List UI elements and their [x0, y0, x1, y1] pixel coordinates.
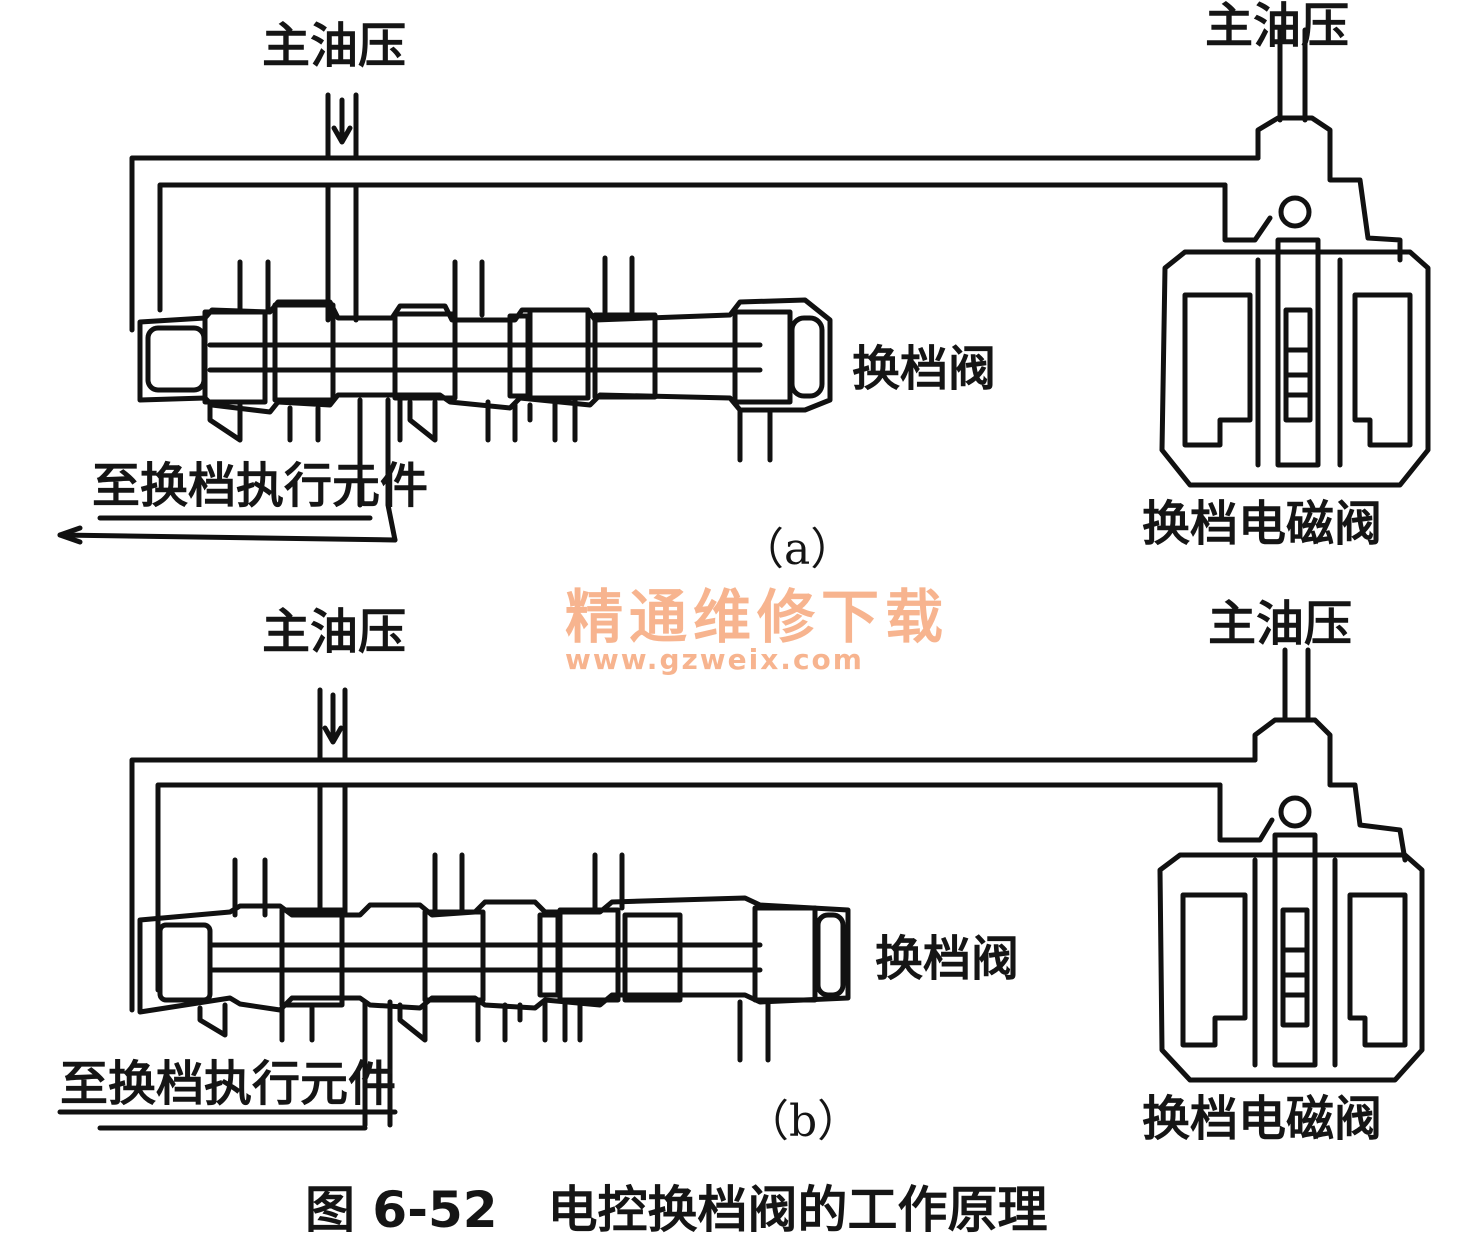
shift-solenoid-b: [1157, 647, 1425, 1083]
shift-solenoid-a: [1159, 27, 1431, 488]
oil-passage-loop-a: [129, 155, 1261, 333]
panel-b: [57, 647, 1425, 1131]
subcaption-a: （a）: [740, 524, 855, 575]
main-pressure-inlet-b: [317, 687, 348, 763]
watermark-url: www.gzweix.com: [565, 643, 864, 676]
watermark-name: 精通维修下载: [565, 583, 950, 651]
figure-caption: 图 6-52 电控换档阀的工作原理: [305, 1181, 1048, 1239]
label-main-pressure-right-b: 主油压: [1208, 596, 1353, 652]
label-solenoid-b: 换档电磁阀: [1142, 1091, 1383, 1147]
label-to-actuator-a: 至换档执行元件: [92, 458, 429, 514]
label-shift-valve-a: 换档阀: [852, 341, 997, 397]
label-shift-valve-b: 换档阀: [875, 931, 1020, 987]
panel-a: [57, 27, 1431, 545]
oil-passage-loop-b: [129, 757, 1258, 1013]
valve-ports-top-a: [237, 255, 635, 318]
label-solenoid-a: 换档电磁阀: [1142, 496, 1383, 552]
valve-ports-bottom-b: [57, 999, 771, 1131]
label-main-pressure-left-a: 主油压: [262, 18, 407, 74]
valve-spool-b: [207, 905, 846, 1008]
label-main-pressure-left-b: 主油压: [262, 604, 407, 660]
shift-valve-body-a: [137, 297, 833, 415]
subcaption-b: （b）: [745, 1096, 862, 1147]
valve-ports-top-b: [232, 852, 625, 918]
valve-spool-a: [202, 302, 825, 405]
valve-ports-bottom-a: [57, 397, 773, 545]
label-to-actuator-b: 至换档执行元件: [60, 1056, 397, 1112]
shift-valve-body-b: [137, 895, 851, 1015]
main-pressure-inlet-a: [325, 92, 359, 161]
label-main-pressure-right-a: 主油压: [1205, 0, 1350, 54]
